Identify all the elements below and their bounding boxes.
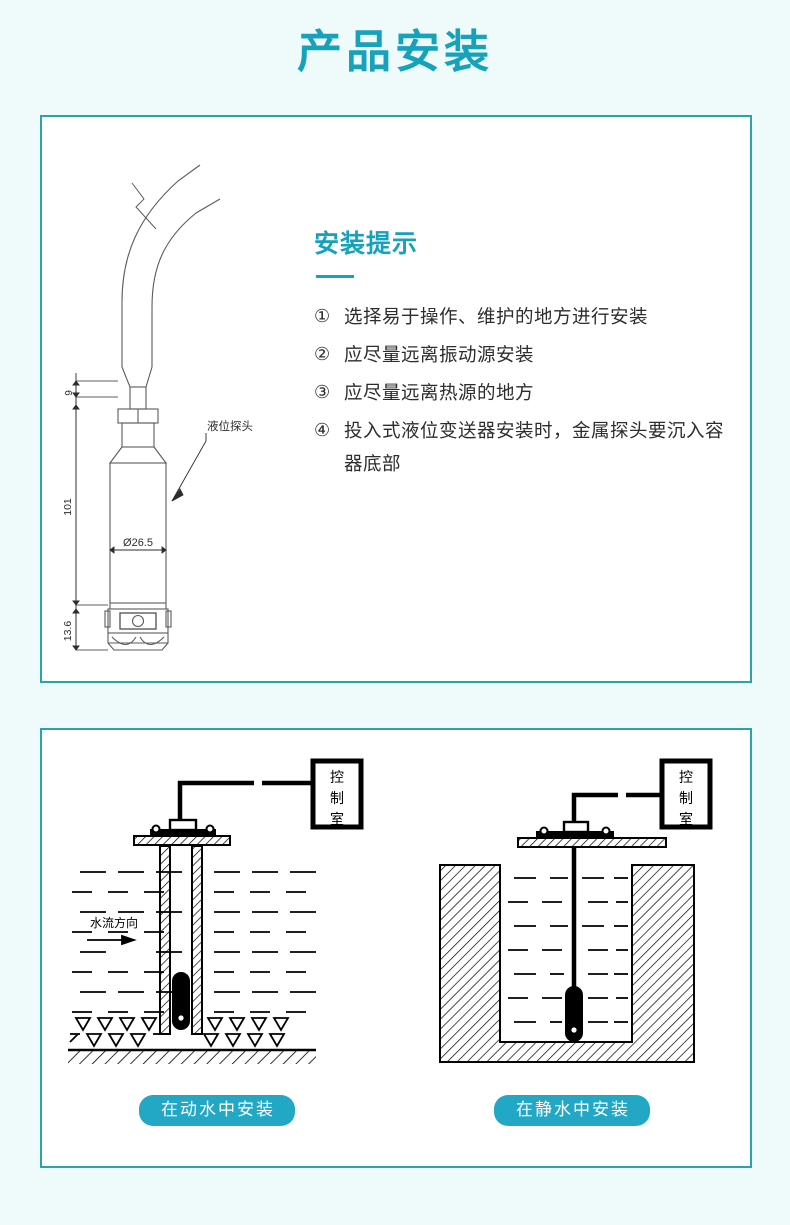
level-probe-technical-drawing: 9 101 13.6 Ø26.5 液位探头 xyxy=(62,164,253,651)
water-surface-lines xyxy=(508,877,628,1023)
list-item: ② 应尽量远离振动源安装 xyxy=(314,338,724,371)
submerged-probe xyxy=(565,986,583,1042)
flange-clamp xyxy=(536,831,614,839)
control-room-char: 制 xyxy=(330,790,344,806)
control-room-char: 控 xyxy=(679,769,693,785)
tip-number: ① xyxy=(314,306,331,326)
flow-direction-arrow xyxy=(87,934,137,946)
probe-callout-label: 液位探头 xyxy=(207,419,253,433)
control-room-char: 室 xyxy=(330,811,344,827)
tip-text: 应尽量远离热源的地方 xyxy=(344,382,535,403)
mounting-flange xyxy=(133,835,231,846)
tip-text: 选择易于操作、维护的地方进行安装 xyxy=(344,306,649,327)
dimension-body-length: 101 xyxy=(62,498,74,516)
tip-number: ③ xyxy=(314,382,331,402)
tank-cover-plate xyxy=(517,837,667,848)
dimension-diameter: Ø26.5 xyxy=(123,537,153,549)
tip-text: 应尽量远离振动源安装 xyxy=(344,344,535,365)
installation-overview-panel: 9 101 13.6 Ø26.5 液位探头 安装提示 ① 选择易于操作、维护的地… xyxy=(40,115,752,683)
installation-tips: 安装提示 ① 选择易于操作、维护的地方进行安装 ② 应尽量远离振动源安装 ③ 应… xyxy=(314,227,724,485)
dimension-bottom: 13.6 xyxy=(62,621,74,642)
control-room-char: 控 xyxy=(330,769,344,785)
signal-cable xyxy=(177,780,313,836)
badge-flowing-water: 在动水中安装 xyxy=(139,1095,295,1126)
list-item: ③ 应尽量远离热源的地方 xyxy=(314,376,724,409)
tips-heading-underline xyxy=(316,275,354,278)
control-room-char: 制 xyxy=(679,790,693,806)
tips-heading: 安装提示 xyxy=(314,230,419,258)
flange-clamp xyxy=(150,829,216,837)
stilling-well-right-wall xyxy=(191,845,203,1035)
well-wall-hatching xyxy=(439,864,695,1063)
cable-gland xyxy=(168,818,198,832)
control-room-box xyxy=(310,758,364,830)
control-room-box xyxy=(659,758,713,830)
stilling-well-left-wall xyxy=(159,845,171,1035)
flowing-water-installation-diagram: 控 制 室 xyxy=(68,758,364,1064)
water-flow-label: 水流方向 xyxy=(90,915,138,930)
tips-list: ① 选择易于操作、维护的地方进行安装 ② 应尽量远离振动源安装 ③ 应尽量远离热… xyxy=(314,300,724,480)
control-room-char: 室 xyxy=(679,811,693,827)
list-item: ① 选择易于操作、维护的地方进行安装 xyxy=(314,300,724,333)
dimension-top: 9 xyxy=(64,390,75,396)
tip-text: 投入式液位变送器安装时，金属探头要沉入容器底部 xyxy=(344,420,725,474)
water-surface-lines xyxy=(72,871,316,1013)
tip-number: ② xyxy=(314,344,331,364)
cable-gland xyxy=(562,820,590,834)
ground-hatching xyxy=(68,1050,316,1064)
badge-still-water: 在静水中安装 xyxy=(494,1095,650,1126)
still-water-installation-diagram: 控 制 室 xyxy=(439,758,713,1063)
tip-number: ④ xyxy=(314,420,331,440)
page-title: 产品安装 xyxy=(296,26,493,77)
sediment-markers xyxy=(69,1017,290,1048)
installation-scenarios-panel: 控 制 室 xyxy=(40,728,752,1168)
submerged-probe xyxy=(172,972,190,1030)
list-item: ④ 投入式液位变送器安装时，金属探头要沉入容器底部 xyxy=(314,414,724,480)
